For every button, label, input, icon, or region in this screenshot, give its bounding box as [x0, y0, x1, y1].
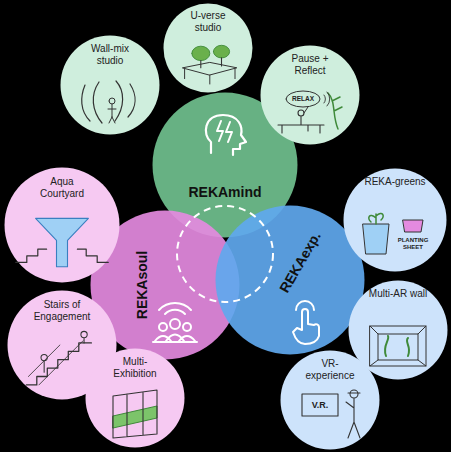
sketch-stroke — [113, 406, 157, 428]
sketch-stroke — [16, 249, 108, 262]
sketch-stroke — [385, 336, 409, 356]
sketch-stroke — [159, 319, 191, 331]
sketch-illustration — [82, 81, 135, 123]
sketch-stroke — [363, 224, 389, 254]
sketch-stroke — [369, 213, 383, 224]
sketch-stroke — [217, 121, 232, 142]
sketch-illustration — [278, 91, 342, 133]
sketch-stroke — [286, 91, 320, 113]
sketch-illustration — [113, 390, 157, 438]
circle-fill — [261, 46, 360, 145]
circle-fill — [61, 36, 160, 135]
pillar-label: REKAsoul — [134, 251, 150, 319]
sketch-label: V.R. — [312, 400, 329, 410]
sketch-illustration — [293, 301, 319, 344]
activity-title: U-verse studio — [180, 10, 236, 33]
sketch-stroke — [346, 390, 360, 438]
activity-circle: Multi-Exhibition — [85, 348, 185, 448]
sketch-illustration — [16, 218, 108, 266]
sketch-illustration — [153, 303, 197, 342]
sketch-stroke — [302, 394, 338, 416]
circle-fill — [344, 169, 447, 272]
activity-title: Aqua Courtyard — [27, 176, 97, 199]
circle-fill — [216, 206, 365, 355]
activity-circle: VR-experienceV.R. — [280, 350, 380, 450]
sketch-stroke — [192, 45, 230, 60]
sketch-stroke — [159, 303, 191, 314]
sketch-illustration — [206, 115, 246, 155]
sketch-stroke — [206, 115, 246, 155]
sketch-stroke — [324, 92, 330, 106]
activity-circle: U-verse studio — [163, 3, 253, 93]
sketch-stroke — [293, 309, 319, 344]
sketch-stroke — [36, 218, 89, 266]
sketch-stroke — [403, 220, 423, 232]
activity-circle: REKA-greensPLANTING SHEET — [343, 168, 447, 272]
sketch-illustration — [183, 45, 237, 84]
sketch-stroke — [82, 81, 135, 123]
activity-title: Stairs of Engagement — [29, 299, 95, 322]
sketch-stroke — [41, 331, 87, 372]
circle-fill — [281, 351, 380, 450]
activity-circle: Wall-mix studio — [60, 35, 160, 135]
sketch-illustration — [302, 390, 360, 438]
circle-fill — [86, 349, 185, 448]
activity-title: Wall-mix studio — [79, 43, 141, 66]
activity-title: Multi-Exhibition — [104, 356, 166, 379]
sketch-stroke — [108, 98, 116, 123]
activity-title: REKA-greens — [363, 176, 427, 188]
sketch-stroke — [296, 301, 314, 310]
sketch-stroke — [370, 326, 426, 366]
sketch-illustration — [26, 331, 91, 385]
sketch-stroke — [113, 390, 157, 438]
sketch-stroke — [278, 110, 324, 133]
sketch-label: PLANTING SHEET — [395, 237, 431, 251]
activity-circle: Aqua Courtyard — [4, 167, 120, 283]
sketch-stroke — [26, 343, 91, 385]
sketch-label: RELAX — [292, 95, 314, 102]
activity-title: Pause + Reflect — [279, 53, 341, 76]
activity-title: VR-experience — [299, 358, 361, 381]
sketch-stroke — [183, 62, 237, 84]
sketch-stroke — [153, 335, 197, 343]
circle-fill — [5, 168, 120, 283]
sketch-stroke — [28, 341, 83, 385]
activity-title: Multi-AR wall — [367, 288, 429, 300]
exp-circle: REKAexp. — [215, 205, 365, 355]
dashed-core-circle — [177, 206, 273, 302]
sketch-illustration — [370, 326, 426, 366]
circle-fill — [164, 4, 253, 93]
pillar-label: REKAmind — [188, 184, 261, 200]
activity-circle: Pause + ReflectRELAX — [260, 45, 360, 145]
